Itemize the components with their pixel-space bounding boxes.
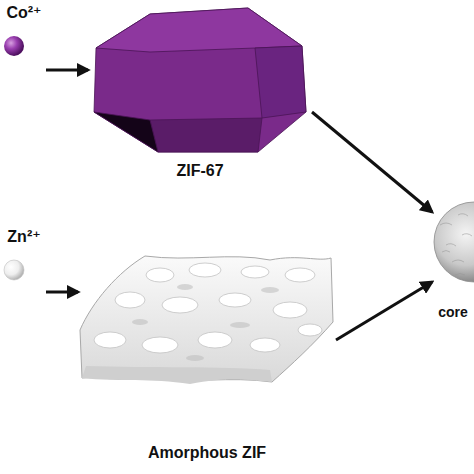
node-label: Amorphous ZIF — [148, 444, 266, 462]
node-label: Zn²⁺ — [7, 228, 40, 246]
reaction-arrow — [46, 291, 78, 294]
reaction-arrow — [336, 282, 432, 340]
reaction-arrow — [46, 69, 88, 72]
reaction-arrow — [312, 112, 432, 212]
node-label: core — [438, 305, 468, 320]
node-label: ZIF-67 — [176, 162, 223, 180]
node-label: Co²⁺ — [6, 4, 41, 22]
core-shell-node: core — [432, 196, 474, 320]
amorphous-node: Amorphous ZIF — [78, 250, 336, 462]
ion-sphere — [4, 260, 24, 280]
amorphous-slab — [80, 256, 333, 384]
ion-node: Co²⁺ — [2, 4, 46, 76]
core-shell-sphere — [434, 202, 474, 282]
zif67-crystal — [94, 8, 306, 152]
ion-node: Zn²⁺ — [2, 228, 46, 300]
crystal-node: ZIF-67 — [88, 8, 312, 180]
ion-sphere — [4, 36, 24, 56]
